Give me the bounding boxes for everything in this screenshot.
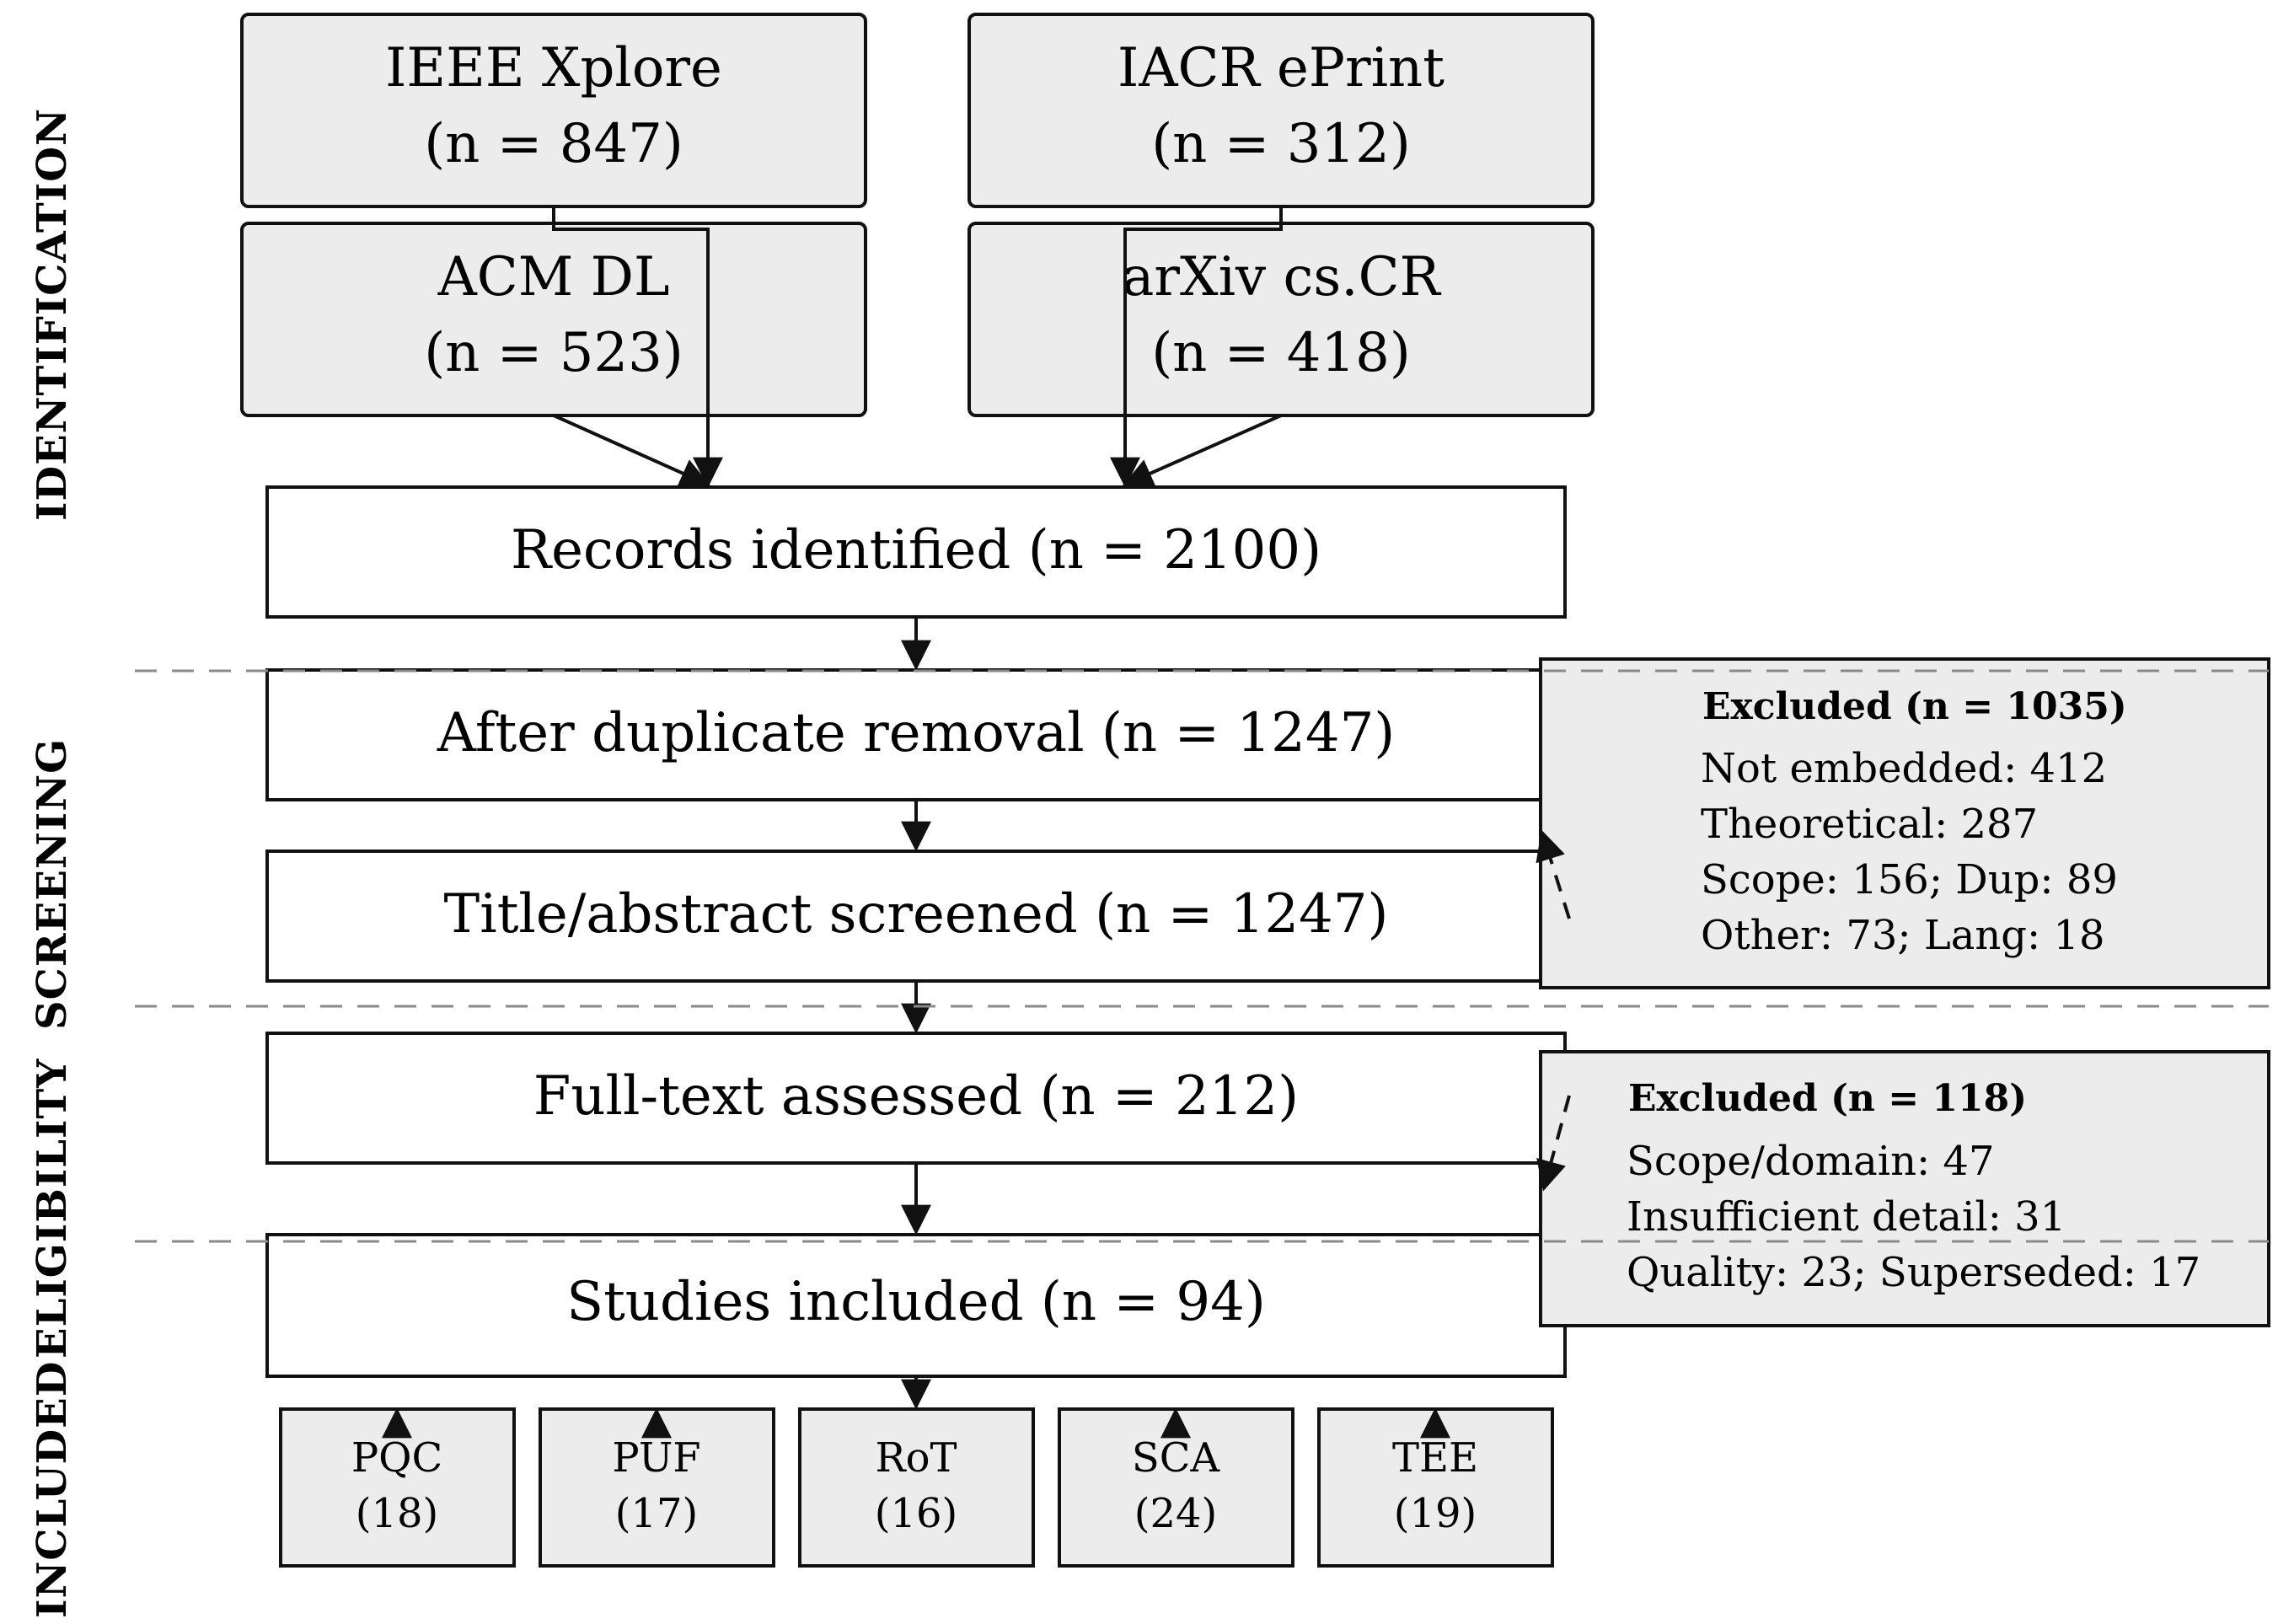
box-after-dedup: After duplicate removal (n = 1247) xyxy=(265,668,1567,801)
arrow-to-excluded-eligibility xyxy=(1536,1095,1571,1192)
source-box-acm: ACM DL (n = 523) xyxy=(240,222,867,417)
excluded-eligibility-line: Quality: 23; Superseded: 17 xyxy=(1627,1249,2200,1296)
category-count: (19) xyxy=(1394,1490,1477,1537)
category-count: (16) xyxy=(875,1490,958,1537)
arrow-arxiv-to-identified xyxy=(1122,414,1282,488)
category-box-rot: RoT (16) xyxy=(798,1407,1035,1568)
source-name: IEEE Xplore xyxy=(385,37,722,99)
excluded-box-eligibility: Excluded (n = 118) Scope/domain: 47 Insu… xyxy=(1539,1050,2270,1327)
arrow-to-excluded-screening xyxy=(1536,829,1571,919)
category-name: RoT xyxy=(875,1434,957,1482)
category-count: (17) xyxy=(615,1490,699,1537)
phase-eligibility-label: ELIGIBILITY xyxy=(29,1059,76,1359)
box-fulltext-assessed: Full-text assessed (n = 212) xyxy=(265,1032,1567,1165)
arrow-acm-to-identified xyxy=(553,414,711,488)
source-name: ACM DL xyxy=(437,246,670,308)
excluded-eligibility-title: Excluded (n = 118) xyxy=(1628,1077,2027,1120)
source-count: (n = 523) xyxy=(424,322,683,384)
screened-label: Title/abstract screened (n = 1247) xyxy=(444,883,1389,946)
category-name: PQC xyxy=(351,1434,442,1482)
fulltext-label: Full-text assessed (n = 212) xyxy=(533,1065,1299,1128)
excluded-screening-line: Other: 73; Lang: 18 xyxy=(1701,912,2104,959)
source-box-ieee: IEEE Xplore (n = 847) xyxy=(240,13,867,208)
category-name: PUF xyxy=(612,1434,700,1482)
phase-included-label: INCLUDED xyxy=(29,1361,76,1618)
source-count: (n = 312) xyxy=(1151,113,1411,175)
source-box-arxiv: arXiv cs.CR (n = 418) xyxy=(967,222,1595,417)
excluded-screening-line: Theoretical: 287 xyxy=(1701,801,2038,848)
source-box-iacr: IACR ePrint (n = 312) xyxy=(967,13,1595,208)
source-count: (n = 418) xyxy=(1151,322,1411,384)
excluded-screening-title: Excluded (n = 1035) xyxy=(1702,685,2127,728)
excluded-eligibility-line: Insufficient detail: 31 xyxy=(1627,1193,2066,1241)
phase-screening-label: SCREENING xyxy=(29,738,76,1030)
box-records-identified: Records identified (n = 2100) xyxy=(265,485,1567,619)
excluded-screening-line: Scope: 156; Dup: 89 xyxy=(1701,856,2118,903)
arrow-iacr-to-identified xyxy=(1110,206,1283,488)
excluded-box-screening: Excluded (n = 1035) Not embedded: 412 Th… xyxy=(1539,657,2270,989)
arrow-ieee-to-identified xyxy=(552,206,723,488)
included-label: Studies included (n = 94) xyxy=(566,1271,1266,1333)
source-count: (n = 847) xyxy=(424,113,683,175)
source-name: arXiv cs.CR xyxy=(1122,246,1441,308)
phase-identification-label: IDENTIFICATION xyxy=(29,108,76,521)
box-title-abstract-screened: Title/abstract screened (n = 1247) xyxy=(265,850,1567,983)
category-arrows xyxy=(382,1376,1450,1439)
records-identified-label: Records identified (n = 2100) xyxy=(511,519,1321,582)
source-name: IACR ePrint xyxy=(1118,37,1445,99)
after-dedup-label: After duplicate removal (n = 1247) xyxy=(437,702,1396,764)
phase-dividers xyxy=(135,669,2269,1243)
category-count: (24) xyxy=(1134,1490,1218,1537)
exclusion-arrows xyxy=(1536,829,1571,1192)
source-connectors xyxy=(552,206,1283,488)
category-name: SCA xyxy=(1132,1434,1221,1482)
category-name: TEE xyxy=(1392,1434,1478,1482)
excluded-screening-line: Not embedded: 412 xyxy=(1701,745,2107,792)
box-studies-included: Studies included (n = 94) xyxy=(265,1233,1567,1378)
excluded-eligibility-line: Scope/domain: 47 xyxy=(1627,1138,1995,1185)
category-count: (18) xyxy=(356,1490,439,1537)
